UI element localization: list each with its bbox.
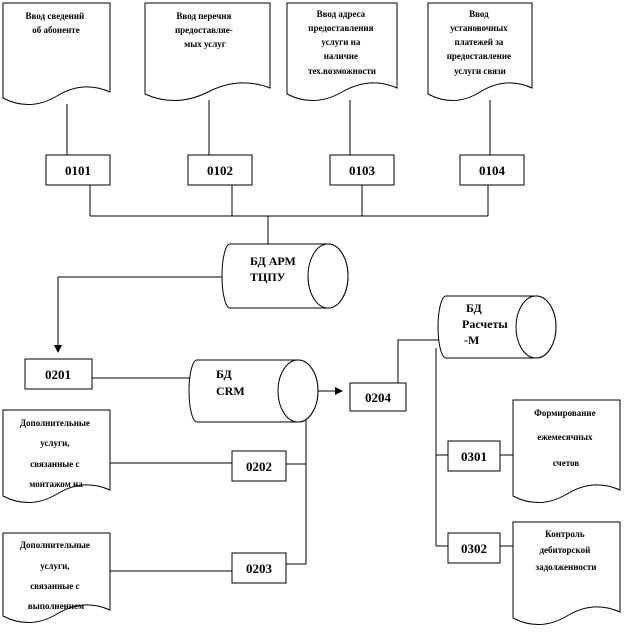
doc-line: установочных (450, 23, 508, 33)
document-abonent-info: Ввод сведений об абоненте (2, 2, 111, 105)
db-line: CRM (216, 384, 245, 398)
svg-text:Контроль дебиторской: Контроль дебиторской задолженности (536, 529, 597, 572)
doc-line: наличие (324, 51, 358, 61)
doc-line: связанные с (30, 581, 79, 591)
doc-line: платежей за (454, 37, 503, 47)
doc-line: Ввод перечня (176, 11, 231, 21)
db-line: ТЦПУ (250, 270, 286, 284)
document-debt-control: Контроль дебиторской задолженности (512, 521, 621, 625)
database-arm-tspu: БД АРМ ТЦПУ (221, 243, 349, 309)
doc-line: Дополнительные (20, 540, 90, 550)
doc-line: предоставление (447, 51, 511, 61)
svg-text:Дополнительные услуги,: Дополнительные услуги, связанные с монта… (20, 418, 92, 489)
doc-line: ежемесячных (537, 432, 593, 442)
doc-line: монтажом на (29, 479, 83, 489)
connectors (54, 100, 513, 572)
svg-text:Формирование ежемесячных: Формирование ежемесячных счетов (534, 408, 598, 468)
doc-line: тех.возможности (308, 66, 376, 76)
box-label: 0302 (461, 541, 487, 556)
box-0104: 0104 (459, 154, 525, 186)
document-setup-payments: Ввод установочных платежей за предоставл… (427, 2, 533, 101)
doc-line: услуги, (40, 561, 69, 571)
doc-line: об абоненте (32, 25, 79, 35)
box-0101: 0101 (45, 154, 111, 186)
doc-line: Контроль (545, 529, 585, 539)
box-label: 0204 (365, 390, 392, 405)
box-label: 0102 (207, 163, 233, 178)
box-0202: 0202 (231, 450, 287, 482)
database-calc-m: БД Расчеты -М (437, 295, 557, 359)
doc-line: Ввод адреса (317, 9, 366, 19)
doc-line: связанные с (30, 459, 79, 469)
doc-line: Дополнительные (20, 418, 90, 428)
box-0102: 0102 (187, 154, 253, 186)
svg-text:Ввод сведений об абонент: Ввод сведений об абоненте (26, 11, 87, 35)
doc-line: услуги связи (454, 66, 506, 76)
doc-line: задолженности (536, 562, 597, 572)
doc-line: услуги, (40, 438, 69, 448)
db-line: БД (466, 301, 482, 315)
svg-text:Дополнительные услуги,: Дополнительные услуги, связанные с выпол… (20, 540, 92, 611)
svg-text:БД АРМ ТЦПУ: БД АРМ ТЦПУ (250, 254, 299, 284)
doc-line: выполнением (28, 601, 84, 611)
db-line: БД (216, 367, 232, 381)
box-0103: 0103 (329, 154, 395, 186)
doc-line: Ввод сведений (26, 11, 85, 21)
doc-line: предоставления (308, 23, 373, 33)
svg-text:БД CRM: БД CRM (216, 367, 245, 398)
doc-line: Формирование (534, 408, 595, 418)
connector-0204-calc (397, 339, 440, 383)
box-0204: 0204 (349, 382, 407, 412)
doc-line: услуги на (321, 37, 360, 47)
box-label: 0101 (65, 163, 91, 178)
document-extra-services-execution: Дополнительные услуги, связанные с выпол… (2, 532, 111, 623)
svg-text:Ввод установочных: Ввод установочных платежей за предоставл… (447, 9, 514, 76)
doc-line: дебиторской (539, 545, 590, 555)
document-extra-services-mounting: Дополнительные услуги, связанные с монта… (2, 409, 111, 503)
db-line: -М (464, 333, 479, 347)
doc-line: Ввод (469, 9, 489, 19)
db-line: Расчеты (462, 317, 508, 331)
box-label: 0104 (479, 163, 506, 178)
svg-text:Ввод перечня предоставля: Ввод перечня предоставляе- мых услуг (175, 11, 235, 49)
document-monthly-bills: Формирование ежемесячных счетов (512, 399, 621, 503)
box-label: 0301 (461, 449, 487, 464)
db-line: БД АРМ (250, 254, 296, 268)
document-service-address: Ввод адреса предоставления услуги на нал… (286, 2, 398, 101)
doc-line: счетов (553, 458, 579, 468)
doc-line: предоставляе- (175, 25, 233, 35)
database-crm: БД CRM (188, 359, 319, 423)
svg-text:Ввод адреса предоставлен: Ввод адреса предоставления услуги на нал… (308, 9, 376, 76)
svg-text:БД Расчеты -М: БД Расчеты -М (462, 301, 511, 347)
box-0201: 0201 (24, 358, 93, 390)
box-label: 0103 (349, 163, 376, 178)
box-label: 0202 (246, 459, 272, 474)
doc-line: мых услуг (184, 39, 226, 49)
box-label: 0201 (45, 367, 71, 382)
box-0301: 0301 (447, 440, 501, 472)
document-services-list: Ввод перечня предоставляе- мых услуг (144, 2, 271, 102)
box-label: 0203 (246, 561, 273, 576)
box-0302: 0302 (447, 532, 501, 564)
box-0203: 0203 (231, 552, 287, 584)
connector-arm-0201 (54, 276, 230, 353)
